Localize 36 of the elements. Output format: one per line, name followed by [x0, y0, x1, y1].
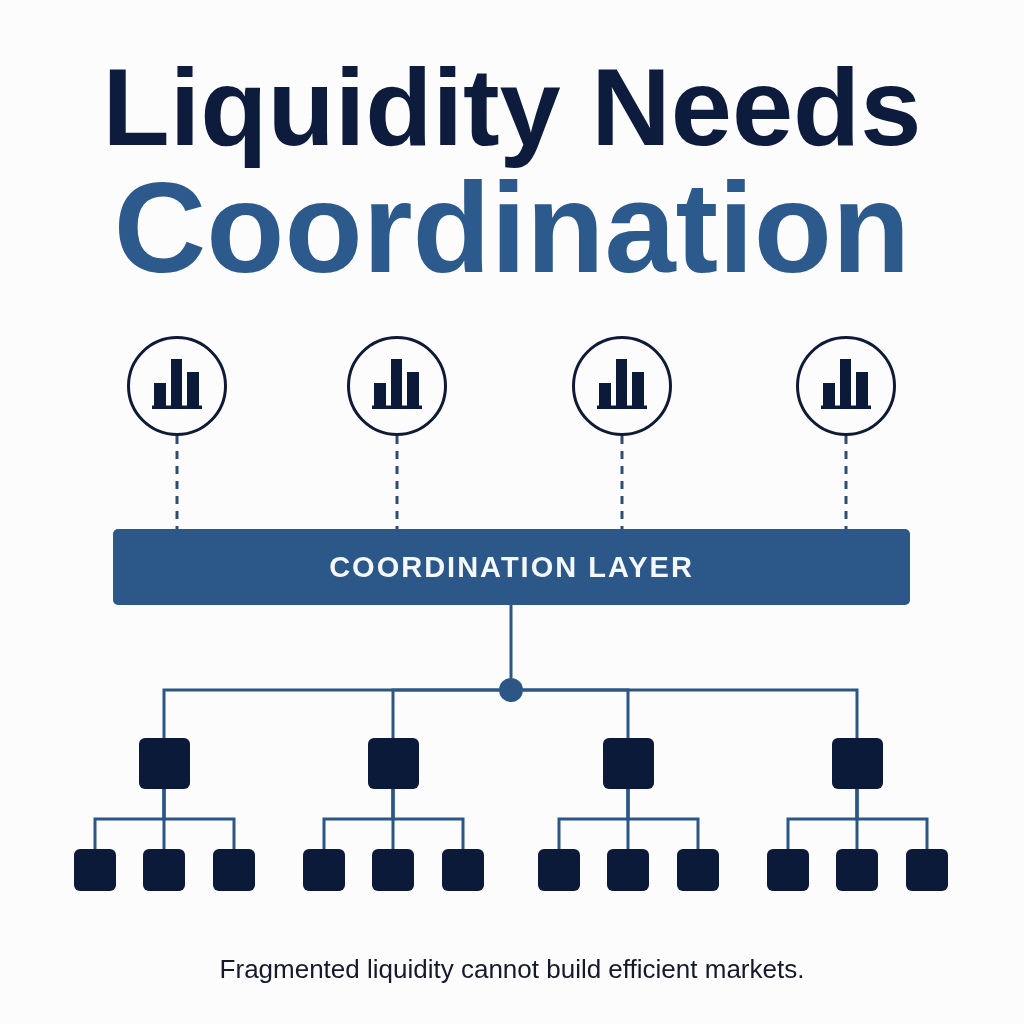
square-node: [372, 849, 414, 891]
connector-line: [626, 789, 700, 849]
square-node: [836, 849, 878, 891]
dashed-connector-line: [620, 436, 624, 529]
connector-line: [391, 688, 499, 738]
square-node: [767, 849, 809, 891]
square-node: [74, 849, 116, 891]
circle-node: [796, 336, 896, 436]
dashed-connector-line: [175, 436, 179, 529]
dashed-connector-line: [844, 436, 848, 529]
square-node: [831, 738, 883, 789]
connector-line: [162, 789, 236, 849]
dashed-connector-line: [395, 436, 399, 529]
square-node: [213, 849, 255, 891]
square-node: [906, 849, 948, 891]
title: Liquidity Needs Coordination: [102, 52, 922, 292]
circle-node: [347, 336, 447, 436]
square-node: [138, 738, 190, 789]
caption: Fragmented liquidity cannot build efficient markets.: [219, 953, 805, 985]
circle-node: [127, 336, 227, 436]
square-node: [677, 849, 719, 891]
square-node: [367, 738, 419, 789]
connector-line: [855, 789, 929, 849]
square-node: [442, 849, 484, 891]
circle-node: [572, 336, 672, 436]
square-node: [607, 849, 649, 891]
bar-label: COORDINATION LAYER: [329, 550, 694, 584]
connector-line: [523, 688, 859, 738]
square-node: [538, 849, 580, 891]
connector-line: [509, 605, 513, 678]
banner-bar: [113, 529, 910, 605]
square-node: [303, 849, 345, 891]
square-node: [143, 849, 185, 891]
square-node: [602, 738, 654, 789]
connector-line: [391, 789, 465, 849]
junction-dot: [499, 678, 523, 702]
